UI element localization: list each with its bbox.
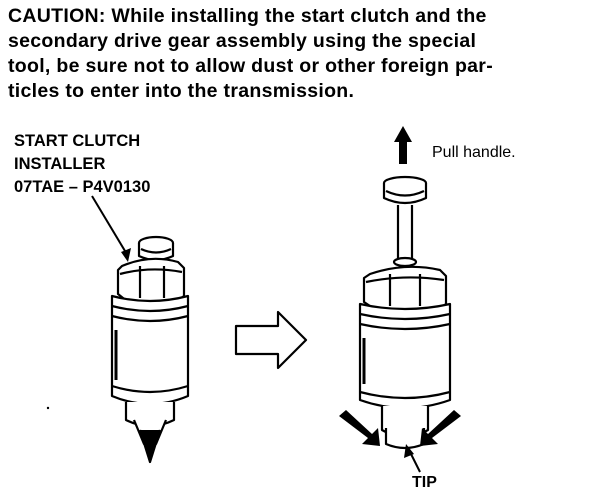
installer-leader-line [91,195,129,257]
caution-line: ticles to enter into the transmission. [8,80,355,102]
pull-handle-label: Pull handle. [432,144,516,161]
direction-arrow [234,310,308,370]
right-body [358,302,452,410]
pull-arrow [394,126,412,164]
right-hex-nut [362,265,448,312]
right-installer-tool [358,175,452,450]
tip-force-arrows [339,410,461,446]
right-pull-handle [382,183,428,205]
installer-label-line: START CLUTCH [14,132,141,150]
installer-label-line: INSTALLER [14,155,106,173]
right-rod [396,205,414,264]
caution-line: secondary drive gear assembly using the … [8,30,477,52]
installer-label-line: 07TAE – P4V0130 [14,178,151,196]
installer-label: START CLUTCH INSTALLER 07TAE – P4V0130 [14,130,150,199]
tip-label: TIP [412,474,437,491]
left-hex-nut [116,257,186,304]
caution-paragraph: CAUTION: While installing the start clut… [8,4,604,104]
caution-line: tool, be sure not to allow dust or other… [8,55,493,77]
caution-line: CAUTION: While installing the start clut… [8,5,487,27]
tip-leader-line [409,451,421,473]
left-body [110,294,190,406]
left-installer-tool [110,235,190,464]
left-pointed-tip [138,429,162,464]
